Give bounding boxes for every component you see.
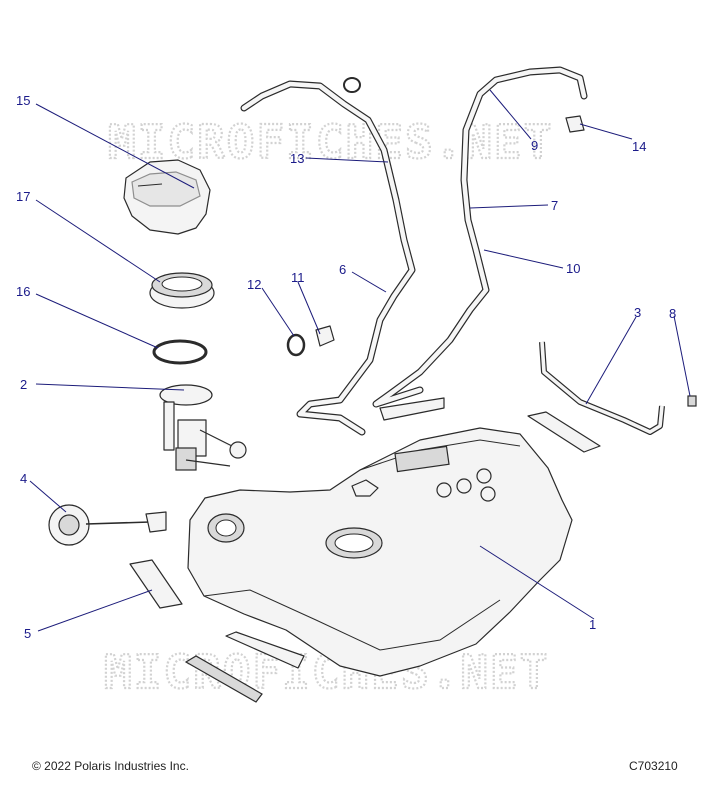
part-12-hose-clamp [286,333,306,357]
part-1-fuel-tank [187,427,573,677]
callout-14: 14 [632,139,646,154]
callout-4: 4 [20,471,27,486]
callout-16: 16 [16,284,30,299]
callout-7: 7 [551,198,558,213]
callout-2: 2 [20,377,27,392]
part-8-bolt [687,395,697,407]
part-10-vent-hose [372,66,588,421]
part-bottom-strips [184,631,305,703]
callout-3: 3 [634,305,641,320]
callout-5: 5 [24,626,31,641]
callout-17: 17 [16,189,30,204]
figure-id-text: C703210 [629,759,678,773]
leader-lines [29,89,691,632]
callout-15: 15 [16,93,30,108]
callout-9: 9 [531,138,538,153]
callout-1: 1 [589,617,596,632]
copyright-text: © 2022 Polaris Industries Inc. [32,759,189,773]
callout-10: 10 [566,261,580,276]
part-17-lock-ring [149,272,215,309]
callout-numbers: 1 2 3 4 5 6 7 8 9 10 11 12 13 14 15 16 1… [16,93,676,641]
callout-8: 8 [669,306,676,321]
callout-13: 13 [290,151,304,166]
part-16-gasket [152,339,208,365]
part-15-pump-cover [123,159,211,235]
part-13-hose [240,77,416,436]
callout-11: 11 [291,270,305,285]
part-11-clip [315,325,335,347]
part-3-strap [527,341,665,453]
part-5-strip [129,559,183,609]
part-2-fuel-pump [159,384,247,471]
callout-6: 6 [339,262,346,277]
watermark-top: MICROFICHES.NET [108,115,553,169]
callout-12: 12 [247,277,261,292]
part-4-fuel-cap [48,504,167,546]
